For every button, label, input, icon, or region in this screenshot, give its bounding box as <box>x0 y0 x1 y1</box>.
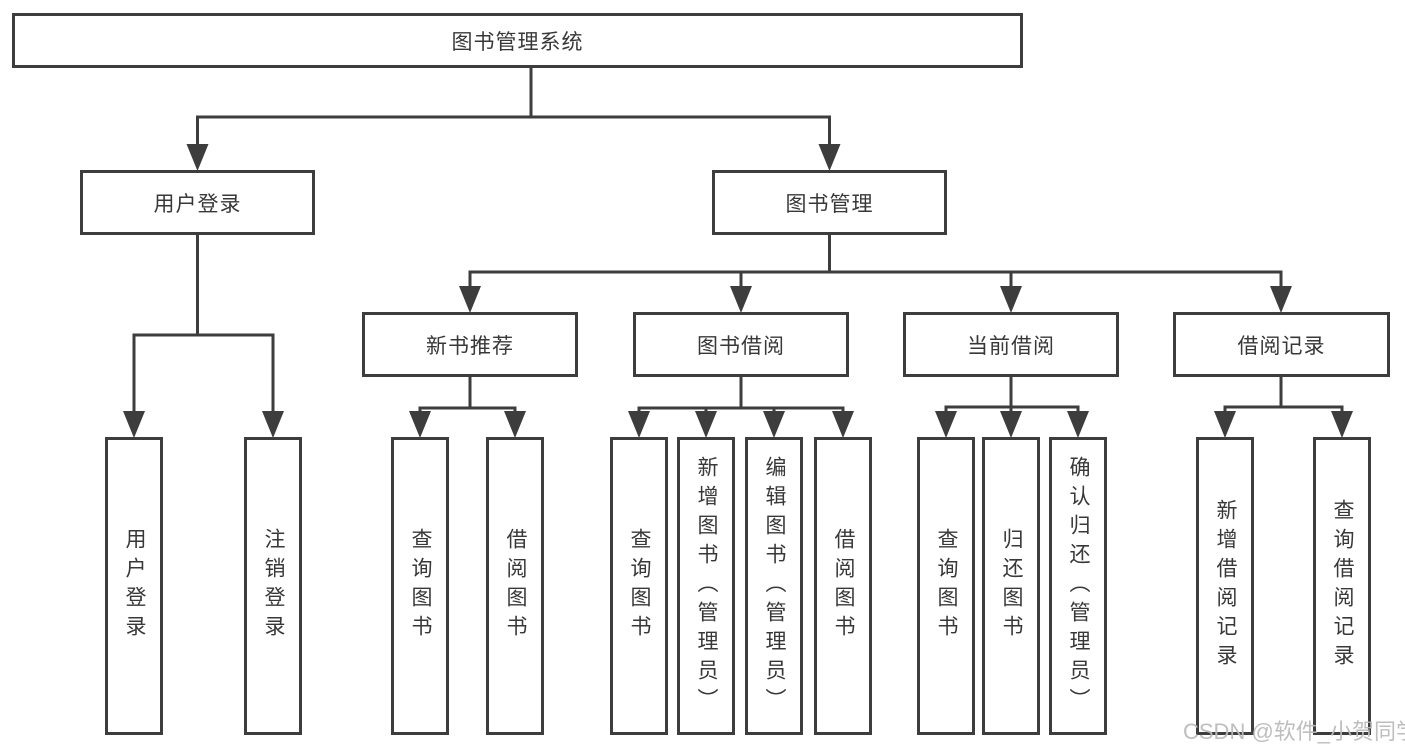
leaf-bb-add-books-admin: 新增图书（管理员） <box>677 437 735 735</box>
leaf-bb-query-books: 查询图书 <box>610 437 668 735</box>
leaf-user-login: 用户登录 <box>105 437 163 735</box>
leaf-bb-edit-books-admin: 编辑图书（管理员） <box>745 437 803 735</box>
leaf-logout: 注销登录 <box>244 437 302 735</box>
node-user-login: 用户登录 <box>80 170 315 235</box>
leaf-nb-query-books: 查询图书 <box>391 437 449 735</box>
leaf-bb-borrow-books: 借阅图书 <box>814 437 872 735</box>
csdn-watermark: CSDN @软件_小贺同学 <box>1183 719 1405 744</box>
node-borrow-records: 借阅记录 <box>1173 312 1390 377</box>
leaf-br-add-record: 新增借阅记录 <box>1196 437 1254 735</box>
node-book-management: 图书管理 <box>712 170 947 235</box>
leaf-cb-return-books: 归还图书 <box>982 437 1040 735</box>
leaf-br-query-record: 查询借阅记录 <box>1313 437 1371 735</box>
leaf-cb-query-books: 查询图书 <box>917 437 975 735</box>
leaf-cb-confirm-return-admin: 确认归还（管理员） <box>1049 437 1107 735</box>
node-current-borrow: 当前借阅 <box>903 312 1119 377</box>
node-book-borrow: 图书借阅 <box>633 312 849 377</box>
node-root: 图书管理系统 <box>12 13 1023 68</box>
node-new-book-recommend: 新书推荐 <box>362 312 578 377</box>
leaf-nb-borrow-books: 借阅图书 <box>486 437 544 735</box>
